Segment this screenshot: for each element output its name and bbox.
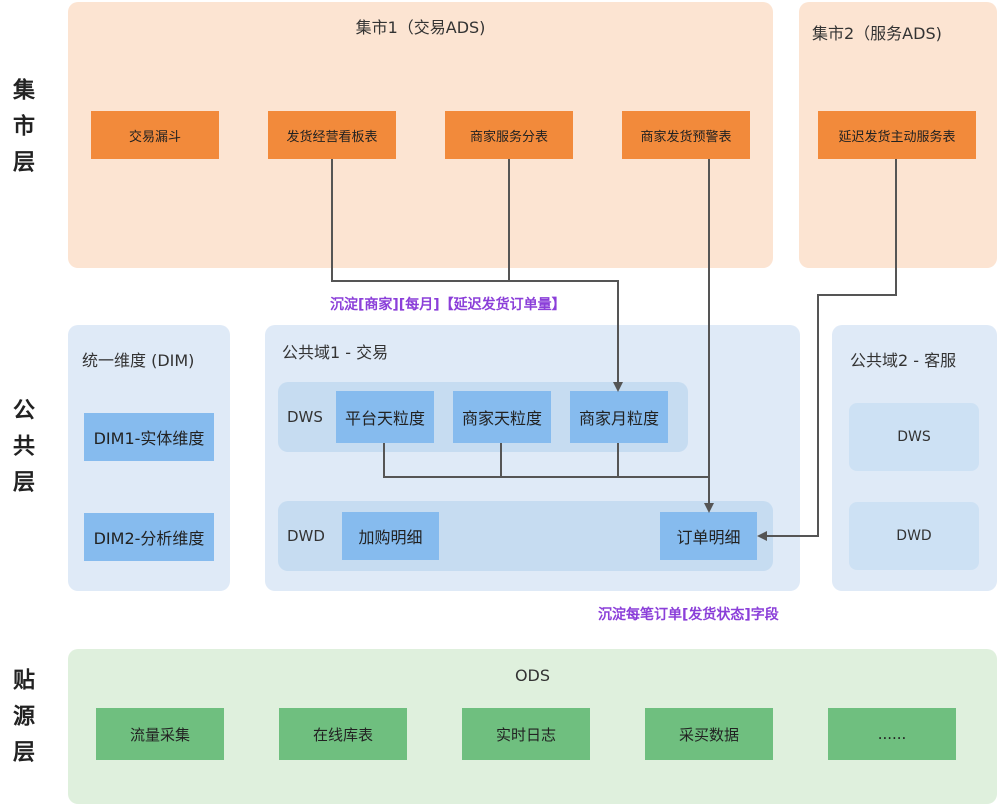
domain2-dwd[interactable]: DWD [849, 502, 979, 570]
mart2-table-delay-service[interactable]: 延迟发货主动服务表 [818, 111, 976, 159]
ods-purchased-data[interactable]: 采买数据 [645, 708, 773, 760]
domain1-dwd-label: DWD [287, 527, 325, 545]
ods-online-db[interactable]: 在线库表 [279, 708, 407, 760]
domain1-dws-label: DWS [287, 408, 323, 426]
dws-merchant-daily[interactable]: 商家天粒度 [453, 391, 551, 443]
ods-title: ODS [514, 666, 551, 685]
dws-sediment-note: 沉淀[商家][每月]【延迟发货订单量】 [330, 297, 566, 313]
domain2-dws[interactable]: DWS [849, 403, 979, 471]
mart2-title: 集市2（服务ADS) [812, 24, 942, 43]
ods-realtime-log[interactable]: 实时日志 [462, 708, 590, 760]
dws-merchant-monthly[interactable]: 商家月粒度 [570, 391, 668, 443]
layer-label-source: 贴源层 [0, 668, 40, 776]
layer-label-public-text: 公共层 [9, 398, 34, 506]
dwd-cart-detail[interactable]: 加购明细 [342, 512, 439, 560]
dws-platform-daily[interactable]: 平台天粒度 [336, 391, 434, 443]
layer-label-source-text: 贴源层 [9, 668, 34, 776]
line-delay-service-to-order-detail [757, 159, 897, 541]
ods-more[interactable]: ...... [828, 708, 956, 760]
layer-label-mart: 集市层 [0, 78, 40, 186]
line-dashboard-to-monthly [331, 159, 623, 392]
dim-title: 统一维度 (DIM) [82, 351, 195, 370]
domain1-title: 公共域1 - 交易 [282, 343, 389, 362]
dwd-order-detail[interactable]: 订单明细 [660, 512, 757, 560]
mart1-table-funnel[interactable]: 交易漏斗 [91, 111, 219, 159]
mart1-table-merchant-alert[interactable]: 商家发货预警表 [622, 111, 750, 159]
line-dws-bus [383, 443, 709, 478]
mart1-table-merchant-service[interactable]: 商家服务分表 [445, 111, 573, 159]
dim-analysis[interactable]: DIM2-分析维度 [84, 513, 214, 561]
domain2-title: 公共域2 - 客服 [850, 351, 957, 370]
layer-label-mart-text: 集市层 [9, 78, 34, 186]
mart1-table-shipping-dashboard[interactable]: 发货经营看板表 [268, 111, 396, 159]
layer-label-public: 公共层 [0, 398, 40, 506]
ods-traffic-collect[interactable]: 流量采集 [96, 708, 224, 760]
dwd-sediment-note: 沉淀每笔订单[发货状态]字段 [598, 607, 779, 623]
mart1-title: 集市1（交易ADS) [355, 18, 486, 37]
dim-entity[interactable]: DIM1-实体维度 [84, 413, 214, 461]
